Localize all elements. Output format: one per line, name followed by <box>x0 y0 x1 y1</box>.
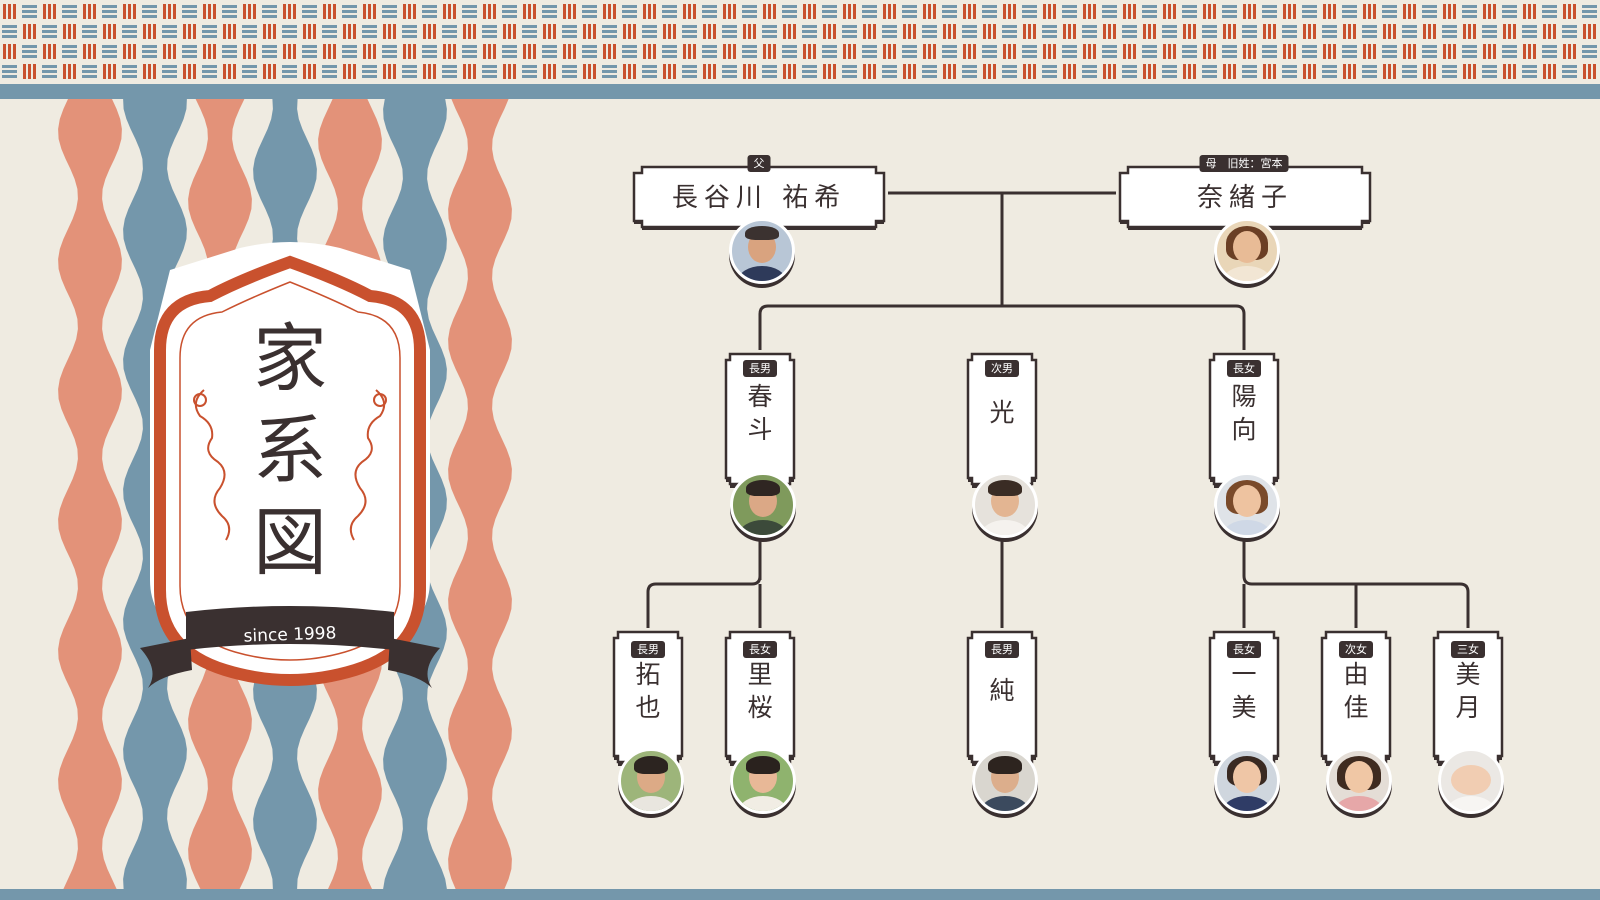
child-3-tag: 長女 <box>1227 360 1261 377</box>
child-2-photo <box>972 472 1038 538</box>
mother-card: 奈緒子 <box>1116 163 1374 230</box>
grandchild-5-name-char-2: 佳 <box>1343 693 1369 722</box>
child-3-name-char-2: 向 <box>1231 415 1257 444</box>
mother-card-frame <box>1118 165 1372 230</box>
grandchild-3-name-char-1: 純 <box>989 676 1015 705</box>
grandchild-6-tag: 三女 <box>1451 641 1485 658</box>
crest-frame <box>140 242 440 688</box>
top-pattern-band <box>0 0 1600 84</box>
grandchild-5-photo <box>1326 748 1392 814</box>
grandchild-2-name-char-2: 桜 <box>747 693 773 722</box>
grandchild-4-name-char-1: 一 <box>1231 660 1257 689</box>
crest-title-char-1: 家 <box>253 316 327 402</box>
grandchild-5-tag: 次女 <box>1339 641 1373 658</box>
grandchild-4-photo <box>1214 748 1280 814</box>
grandchild-card-3-frame <box>966 630 1038 766</box>
grandchild-card-4-frame <box>1208 630 1280 766</box>
grandchild-6-photo <box>1438 748 1504 814</box>
grandchild-card-6-frame <box>1432 630 1504 766</box>
child-card-2-frame <box>966 352 1038 488</box>
grandchild-6-name-char-2: 月 <box>1455 693 1481 722</box>
mother-photo <box>1214 218 1280 284</box>
child-1-photo <box>730 472 796 538</box>
grandchild-6-name-char-1: 美 <box>1455 660 1481 689</box>
grandchild-2-tag: 長女 <box>743 641 777 658</box>
child-1-name-char-2: 斗 <box>747 415 773 444</box>
crest-title-char-3: 図 <box>253 500 327 586</box>
mother-name: 奈緒子 <box>1196 183 1293 213</box>
grandchild-4-name-char-2: 美 <box>1231 693 1257 722</box>
father-card: 長谷川 祐希 <box>630 163 888 230</box>
grandchild-5-name-char-1: 由 <box>1343 660 1369 689</box>
grandchild-2-name-char-1: 里 <box>747 660 773 689</box>
grandchild-1-photo <box>618 748 684 814</box>
grandchild-1-name-char-2: 也 <box>635 693 661 722</box>
father-card-frame <box>632 165 886 230</box>
grandchild-3-tag: 長男 <box>985 641 1019 658</box>
grandchild-1-name-char-1: 拓 <box>635 660 661 689</box>
child-3-photo <box>1214 472 1280 538</box>
grandchild-card-2-frame <box>724 630 796 766</box>
grandchild-4-tag: 長女 <box>1227 641 1261 658</box>
child-1-tag: 長男 <box>743 360 777 377</box>
father-tag: 父 <box>747 155 771 172</box>
child-1-name-char-1: 春 <box>747 382 773 411</box>
top-rule <box>0 84 1600 99</box>
grandchild-1-tag: 長男 <box>631 641 665 658</box>
grandchild-card-5-frame <box>1320 630 1392 766</box>
child-card-3-frame <box>1208 352 1280 488</box>
mother-tag: 母 旧姓：宮本 <box>1199 155 1289 172</box>
grandchild-card-1-frame <box>612 630 684 766</box>
child-card-1-frame <box>724 352 796 488</box>
child-2-name-char-1: 光 <box>989 398 1015 427</box>
father-photo <box>729 218 795 284</box>
crest-title-char-2: 系 <box>253 408 327 494</box>
child-2-tag: 次男 <box>985 360 1019 377</box>
grandchild-3-photo <box>972 748 1038 814</box>
child-3-name-char-1: 陽 <box>1231 382 1257 411</box>
bottom-rule <box>0 889 1600 900</box>
father-name: 長谷川 祐希 <box>671 183 847 213</box>
grandchild-2-photo <box>730 748 796 814</box>
